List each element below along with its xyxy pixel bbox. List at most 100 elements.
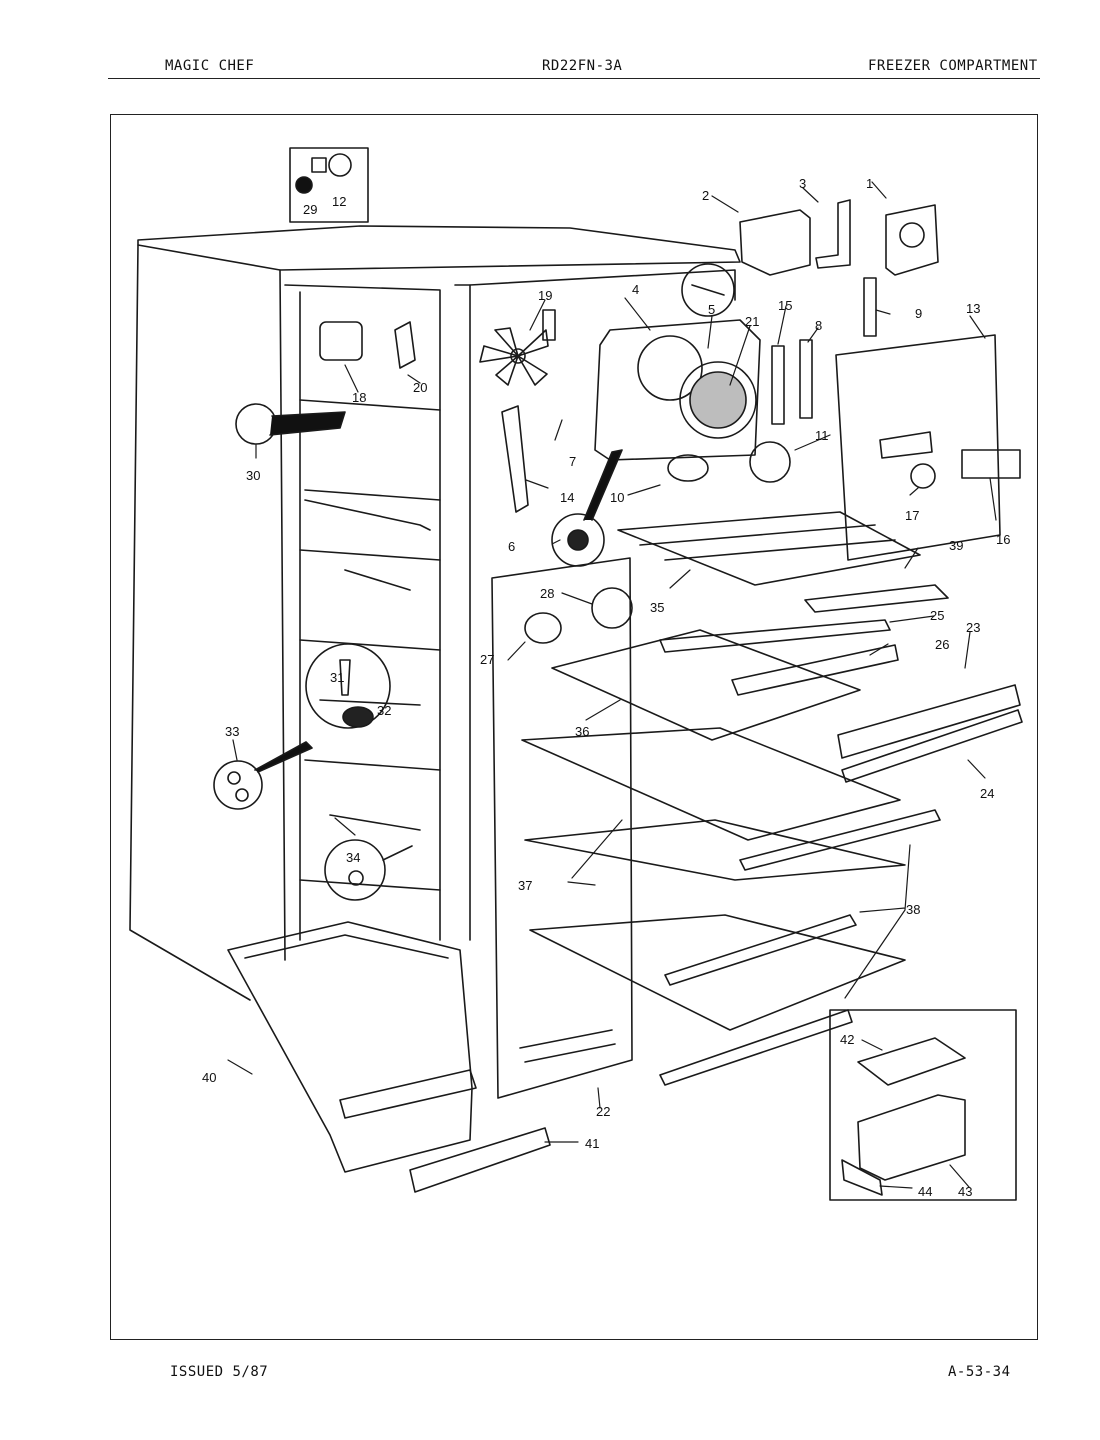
label-27: 27 (480, 652, 494, 667)
label-7: 7 (569, 454, 576, 469)
part-39-shape (804, 584, 949, 613)
inset-box-29-12 (289, 147, 369, 223)
label-17: 17 (905, 508, 919, 523)
part-44-shape (841, 1159, 883, 1196)
label-16: 16 (996, 532, 1010, 547)
label-9: 9 (915, 306, 922, 321)
diagram-frame (110, 114, 1038, 1340)
label-39: 39 (949, 538, 963, 553)
label-26: 26 (935, 637, 949, 652)
part-13-shield (835, 334, 1001, 561)
inset-box-42-44 (829, 1009, 1017, 1201)
divider-mullion (454, 284, 471, 941)
part-34-callout (324, 839, 386, 901)
label-14: 14 (560, 490, 574, 505)
part-21-mesh (689, 371, 747, 429)
part-7-shape (542, 309, 556, 341)
liner-rails (299, 399, 441, 891)
part-29-shape (295, 176, 313, 194)
label-4: 4 (632, 282, 639, 297)
part-40-bin (227, 921, 473, 1173)
rear-top-edge (469, 269, 736, 301)
part-8-shape (799, 339, 813, 419)
part-38-frame-2 (664, 914, 857, 986)
label-23: 23 (966, 620, 980, 635)
part-1-socket (899, 222, 925, 248)
part-4-cover (594, 319, 761, 461)
part-38-frame-3 (659, 1009, 853, 1086)
label-38: 38 (906, 902, 920, 917)
part-31-shape (339, 659, 351, 696)
label-8: 8 (815, 318, 822, 333)
label-37: 37 (518, 878, 532, 893)
part-35-shelf (617, 511, 921, 586)
part-27-shape (524, 612, 562, 644)
part-6-pointer (583, 449, 623, 521)
part-10-shape (667, 454, 709, 482)
part-12-shape (328, 153, 352, 177)
part-24-shape (841, 709, 1023, 783)
part-23-shape (837, 684, 1021, 759)
leader-lines (227, 181, 997, 1189)
part-37-shelf-2 (524, 819, 906, 881)
part-6-shape (567, 529, 589, 551)
part-37-shelf-1 (521, 727, 901, 841)
part-28-bulb (591, 587, 633, 629)
label-2: 2 (702, 188, 709, 203)
label-24: 24 (980, 786, 994, 801)
part-31-32-callout (305, 643, 391, 729)
part-number-labels: 1 2 3 4 5 6 7 8 9 10 11 12 13 14 15 16 1… (202, 176, 1010, 1199)
part-15-shape (771, 345, 785, 425)
page-code: A-53-34 (948, 1364, 1011, 1380)
label-28: 28 (540, 586, 554, 601)
part-16-shape (961, 449, 1021, 479)
label-18: 18 (352, 390, 366, 405)
brand-label: MAGIC CHEF (165, 58, 255, 74)
part-37-shelf-3 (529, 914, 906, 1031)
label-41: 41 (585, 1136, 599, 1151)
cabinet-front-left (279, 269, 286, 961)
label-29: 29 (303, 202, 317, 217)
part-19-hub (510, 348, 526, 364)
label-30: 30 (246, 468, 260, 483)
label-13: 13 (966, 301, 980, 316)
label-21: 21 (745, 314, 759, 329)
part-14-shape (501, 405, 529, 513)
part-11-bulb (749, 441, 791, 483)
label-12: 12 (332, 194, 346, 209)
part-40-rim (244, 934, 449, 959)
issued-date: ISSUED 5/87 (170, 1364, 269, 1380)
label-6: 6 (508, 539, 515, 554)
part-12-body (311, 157, 327, 173)
label-33: 33 (225, 724, 239, 739)
label-44: 44 (918, 1184, 932, 1199)
label-34: 34 (346, 850, 360, 865)
part-18-shape (319, 321, 363, 361)
part-35-wires (639, 524, 896, 561)
label-40: 40 (202, 1070, 216, 1085)
section-label: FREEZER COMPARTMENT (868, 58, 1038, 74)
part-26-shape (731, 644, 899, 696)
label-25: 25 (930, 608, 944, 623)
part-4-opening (637, 335, 703, 401)
label-36: 36 (575, 724, 589, 739)
label-1: 1 (866, 176, 873, 191)
part-33-callout (213, 760, 263, 810)
label-43: 43 (958, 1184, 972, 1199)
part-32-shape (342, 706, 374, 728)
part-21-grille (679, 361, 757, 439)
label-22: 22 (596, 1104, 610, 1119)
part-5-callout (681, 263, 735, 317)
part-1-shape (885, 204, 939, 276)
part-5-shape (691, 284, 725, 296)
cabinet-left-edge (129, 244, 251, 1001)
part-25-shape (659, 619, 891, 653)
part-40-front (339, 1069, 477, 1119)
part-38-frame-1 (739, 809, 941, 871)
part-30-pointer (269, 411, 346, 436)
freezer-wall-left (284, 284, 441, 941)
model-label: RD22FN-3A (542, 58, 623, 74)
label-11: 11 (815, 428, 829, 443)
header-rule (108, 78, 1040, 79)
